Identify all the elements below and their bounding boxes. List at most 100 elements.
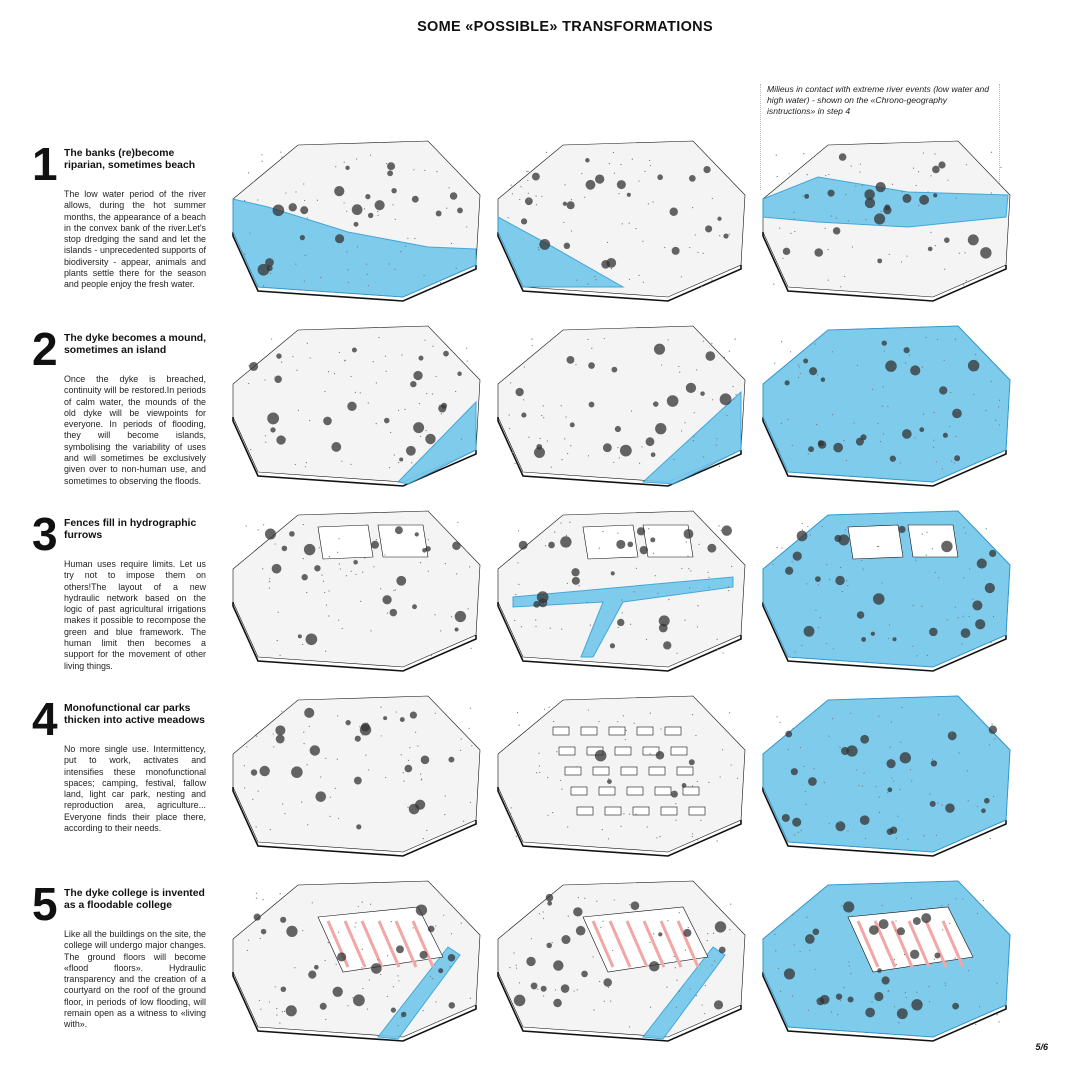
step-title: Monofunctional car parks thicken into ac…: [64, 703, 205, 726]
texture-dot: [469, 707, 471, 709]
texture-dot: [711, 342, 713, 344]
tree-icon: [415, 799, 426, 810]
slab-edge: [497, 232, 742, 302]
slab-edge: [232, 602, 477, 672]
texture-dot: [276, 1007, 278, 1010]
texture-dot: [806, 916, 808, 918]
texture-dot: [570, 230, 573, 232]
texture-dot: [642, 534, 644, 536]
texture-dot: [362, 571, 364, 573]
texture-dot: [294, 463, 296, 466]
texture-dot: [659, 628, 662, 630]
texture-dot: [380, 973, 382, 976]
texture-dot: [423, 274, 425, 277]
texture-dot: [306, 764, 308, 766]
texture-dot: [265, 441, 267, 443]
texture-dot: [284, 438, 287, 440]
texture-dot: [341, 627, 343, 630]
texture-dot: [631, 158, 633, 160]
texture-dot: [306, 591, 308, 594]
tree-icon: [610, 571, 615, 576]
texture-dot: [845, 460, 848, 462]
texture-dot: [618, 193, 620, 195]
texture-dot: [958, 252, 960, 254]
texture-dot: [518, 982, 521, 984]
texture-dot: [891, 183, 894, 185]
texture-dot: [520, 626, 522, 628]
tree-icon: [645, 437, 655, 447]
texture-dot: [673, 459, 675, 461]
tree-icon: [784, 380, 790, 386]
tree-icon: [299, 235, 305, 241]
texture-dot: [538, 249, 540, 251]
tree-icon: [351, 347, 357, 353]
texture-dot: [801, 529, 804, 531]
texture-dot: [930, 175, 932, 177]
texture-dot: [656, 837, 658, 839]
texture-dot: [773, 283, 775, 285]
texture-dot: [548, 945, 550, 948]
texture-dot: [899, 538, 901, 540]
texture-dot: [728, 712, 731, 714]
texture-dot: [649, 712, 651, 714]
texture-dot: [575, 766, 577, 768]
texture-dot: [657, 592, 659, 594]
texture-dot: [466, 360, 468, 362]
texture-dot: [307, 824, 309, 826]
texture-dot: [324, 591, 326, 594]
sports-court: [907, 524, 959, 558]
texture-dot: [787, 748, 789, 751]
tree-icon: [614, 425, 621, 433]
texture-dot: [279, 1022, 281, 1024]
tree-icon: [860, 734, 870, 744]
texture-dot: [689, 988, 691, 990]
step-number: 3: [32, 508, 58, 560]
texture-dot: [552, 720, 555, 723]
tree-icon: [658, 615, 670, 627]
texture-dot: [935, 461, 937, 463]
texture-dot: [891, 777, 893, 779]
texture-dot: [543, 417, 545, 419]
water-area: [232, 198, 477, 298]
tree-icon: [435, 210, 442, 217]
texture-dot: [467, 608, 469, 610]
tree-icon: [566, 355, 575, 364]
texture-dot: [901, 191, 903, 193]
texture-dot: [561, 788, 563, 790]
texture-dot: [429, 975, 432, 977]
tree-icon: [902, 193, 912, 203]
college-roof-stripe: [676, 920, 700, 968]
tree-icon: [303, 543, 316, 556]
texture-dot: [846, 580, 848, 582]
texture-dot: [991, 723, 993, 725]
texture-dot: [305, 461, 307, 464]
texture-dot: [697, 839, 699, 841]
tree-icon: [886, 759, 896, 769]
tree-icon: [984, 582, 995, 594]
texture-dot: [362, 734, 364, 736]
texture-dot: [921, 605, 923, 607]
tree-icon: [843, 901, 855, 913]
texture-dot: [805, 803, 807, 805]
texture-dot: [700, 285, 703, 287]
texture-dot: [309, 357, 311, 359]
texture-dot: [859, 163, 862, 165]
texture-dot: [531, 338, 533, 340]
texture-dot: [895, 837, 897, 839]
texture-dot: [539, 437, 541, 440]
tree-icon: [291, 766, 303, 778]
texture-dot: [296, 369, 298, 371]
texture-dot: [678, 365, 680, 368]
slab-edge: [232, 417, 477, 487]
texture-dot: [950, 391, 952, 394]
texture-dot: [359, 392, 361, 394]
texture-dot: [390, 921, 392, 923]
texture-dot: [440, 413, 442, 415]
texture-dot: [377, 210, 379, 213]
texture-dot: [667, 339, 669, 341]
texture-dot: [361, 967, 363, 969]
texture-dot: [617, 447, 619, 449]
texture-dot: [392, 986, 395, 988]
texture-dot: [393, 589, 395, 592]
texture-dot: [612, 949, 614, 952]
